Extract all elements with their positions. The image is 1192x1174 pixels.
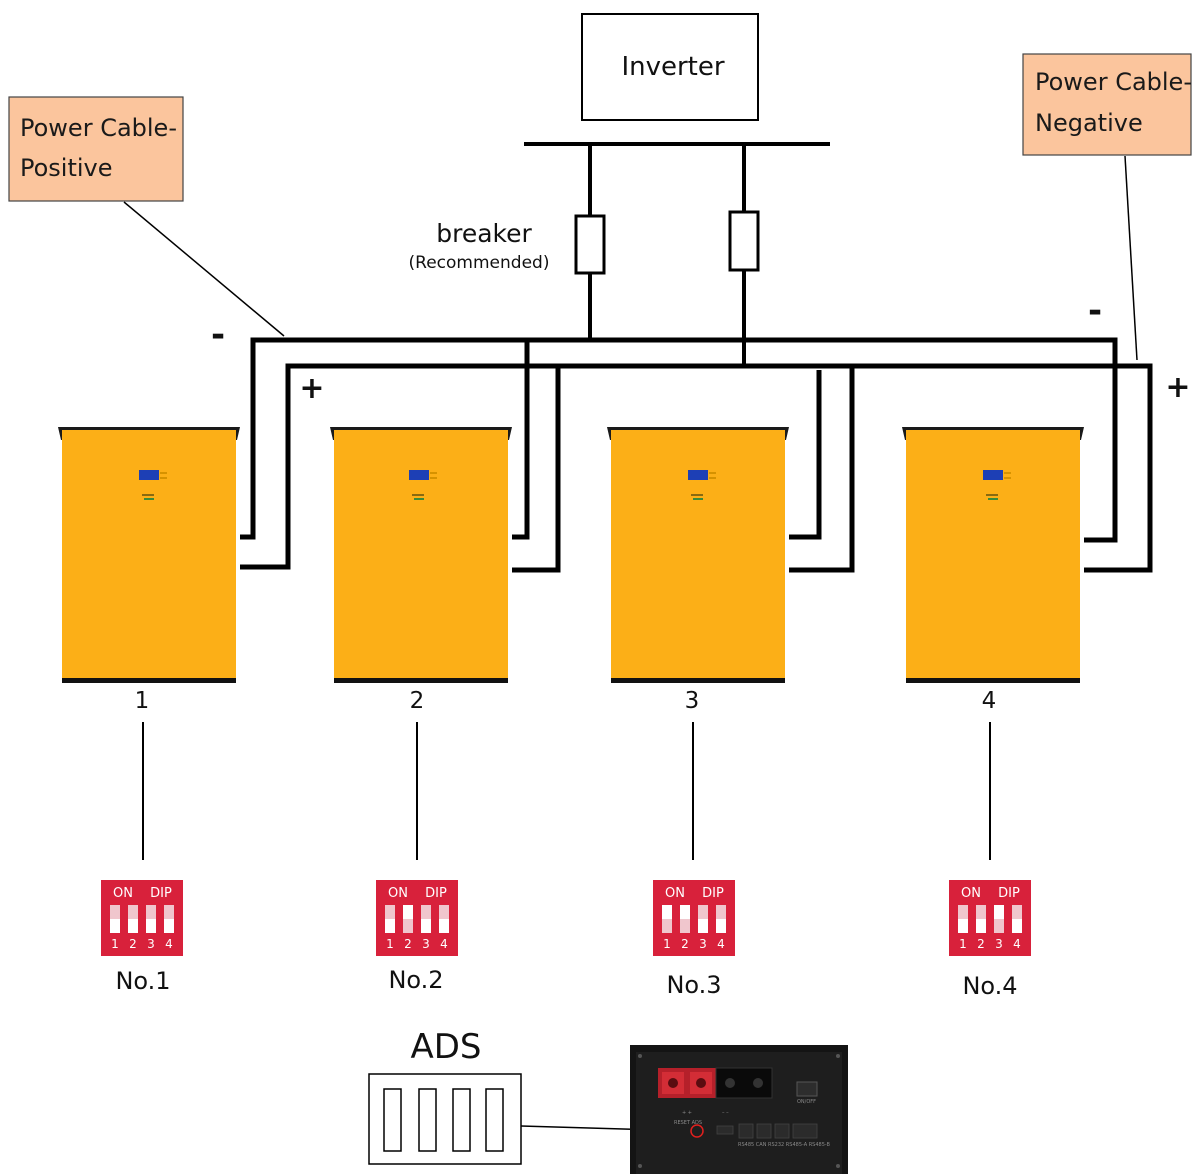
- battery-4-number: 4: [982, 688, 997, 714]
- dip-dip-text: DIP: [425, 886, 447, 901]
- ads-indicator: [690, 1124, 704, 1138]
- dip-knob-3: [146, 919, 156, 933]
- dip-knob-3: [421, 919, 431, 933]
- minus-mark-right: -: [1088, 291, 1102, 331]
- cable-lower: [240, 363, 1153, 573]
- plus-mark-right: +: [1165, 370, 1190, 405]
- cable-upper: [240, 337, 1118, 543]
- dip-dip-text: DIP: [998, 886, 1020, 901]
- dip-knob-4: [1012, 919, 1022, 933]
- dip-dip-text: DIP: [150, 886, 172, 901]
- dip-switch-number: 4: [1013, 937, 1021, 951]
- dip-caption-3: No.3: [666, 971, 721, 999]
- dip-switch-number: 3: [422, 937, 430, 951]
- dip-switch-number: 3: [995, 937, 1003, 951]
- dip-knob-3: [994, 905, 1004, 919]
- battery-2: [330, 427, 512, 683]
- dip-knob-2: [976, 919, 986, 933]
- dip-on-text: ON: [388, 886, 408, 901]
- minus-mark-left: -: [211, 315, 225, 355]
- dip-switch-number: 4: [440, 937, 448, 951]
- panel-port-text: RS485 CAN RS232 RS485-A RS485-B: [738, 1142, 831, 1148]
- leader-lines: [142, 722, 991, 860]
- dip-knob-4: [439, 919, 449, 933]
- battery-terminal-panel: + + – – ON/OFF RESET ADS RS485 CAN RS232…: [630, 1045, 848, 1174]
- breaker-label: breaker: [436, 219, 532, 248]
- battery-4-display: [983, 470, 1003, 480]
- dip-caption-1: No.1: [115, 967, 170, 995]
- dip-switch-number: 3: [147, 937, 155, 951]
- panel-reset-text: RESET ADS: [674, 1120, 702, 1126]
- dip-knob-4: [164, 919, 174, 933]
- panel-minus-marks: – –: [722, 1110, 729, 1116]
- battery-1-display: [139, 470, 159, 480]
- battery-1: [58, 427, 240, 683]
- ads-label: ADS: [410, 1027, 481, 1067]
- dip-knob-3: [698, 919, 708, 933]
- dc-bus: [524, 142, 830, 366]
- dip-switch-number: 2: [681, 937, 689, 951]
- battery-3-display: [688, 470, 708, 480]
- battery-1-number: 1: [135, 688, 150, 714]
- battery-2-number: 2: [410, 688, 425, 714]
- battery-2-display: [409, 470, 429, 480]
- breaker-positive: [574, 214, 606, 275]
- battery-3-number: 3: [685, 688, 700, 714]
- on-off-switch: [796, 1081, 818, 1097]
- dip-switch-number: 2: [404, 937, 412, 951]
- dip-caption-2: No.2: [388, 966, 443, 994]
- dip-switch-number: 1: [663, 937, 671, 951]
- dip-switch-number: 2: [129, 937, 137, 951]
- negative-terminals: [715, 1067, 773, 1099]
- callout-negative-line2: Negative: [1035, 109, 1143, 137]
- inverter-label: Inverter: [621, 52, 724, 82]
- dip-switch-number: 2: [977, 937, 985, 951]
- battery-4: [902, 427, 1084, 683]
- battery-3: [607, 427, 789, 683]
- dip-knob-1: [385, 919, 395, 933]
- dip-on-text: ON: [113, 886, 133, 901]
- dip-switch-number: 1: [959, 937, 967, 951]
- panel-on-off-text: ON/OFF: [797, 1099, 816, 1105]
- ads-switch-block: [368, 1073, 522, 1165]
- plus-mark-left: +: [299, 371, 324, 406]
- dip-on-text: ON: [665, 886, 685, 901]
- dip-knob-2: [403, 905, 413, 919]
- dip-on-text: ON: [961, 886, 981, 901]
- dip-switch-number: 1: [386, 937, 394, 951]
- dip-knob-1: [662, 905, 672, 919]
- dip-switch-number: 4: [717, 937, 725, 951]
- dip-switch-number: 3: [699, 937, 707, 951]
- callout-positive-line1: Power Cable-: [20, 114, 177, 142]
- callout-negative: Power Cable- Negative: [1022, 53, 1192, 361]
- dip-knob-4: [716, 919, 726, 933]
- inverter: Inverter: [581, 13, 759, 121]
- callout-positive-line2: Positive: [20, 154, 113, 182]
- dip-knob-2: [128, 919, 138, 933]
- panel-plus-marks: + +: [682, 1110, 692, 1116]
- dip-knob-2: [680, 905, 690, 919]
- dip-switch-number: 1: [111, 937, 119, 951]
- dip-caption-4: No.4: [962, 972, 1017, 1000]
- dip-knob-1: [110, 919, 120, 933]
- dip-switch-number: 4: [165, 937, 173, 951]
- callout-positive: Power Cable- Positive: [8, 96, 285, 337]
- breaker-note: (Recommended): [409, 253, 550, 273]
- dip-knob-1: [958, 919, 968, 933]
- dip-dip-text: DIP: [702, 886, 724, 901]
- breaker-negative: [728, 210, 760, 272]
- callout-negative-line1: Power Cable-: [1035, 68, 1192, 96]
